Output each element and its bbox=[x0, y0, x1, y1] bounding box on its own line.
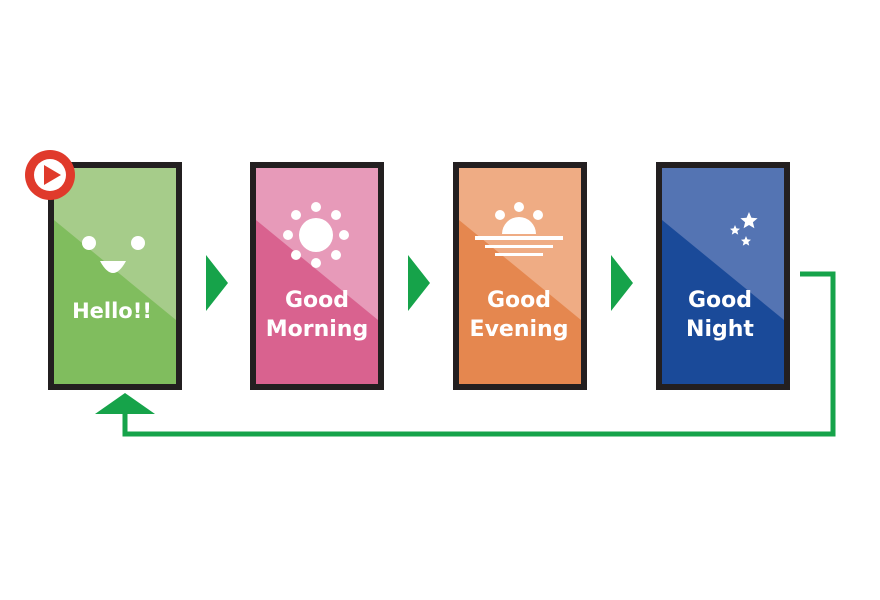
moon-stars-icon bbox=[698, 212, 758, 266]
sunset-icon bbox=[475, 202, 563, 256]
panel-evening: Good Evening bbox=[453, 162, 587, 390]
panel-morning-label-line2: Morning bbox=[266, 317, 368, 342]
flow-arrow-1 bbox=[206, 255, 228, 311]
panel-evening-label-line2: Evening bbox=[470, 317, 569, 342]
panel-night-label-line2: Night bbox=[686, 317, 754, 342]
flow-arrow-3 bbox=[611, 255, 633, 311]
smiley-face-icon bbox=[82, 236, 145, 273]
play-icon bbox=[44, 165, 61, 185]
sun-icon bbox=[283, 202, 349, 268]
play-badge bbox=[25, 150, 75, 200]
panel-evening-highlight bbox=[459, 168, 581, 320]
panel-night-label-line1: Good bbox=[688, 288, 752, 313]
panel-hello-highlight bbox=[54, 168, 176, 320]
panel-evening-label-line1: Good bbox=[487, 288, 551, 313]
loop-back-line bbox=[122, 271, 836, 437]
panel-night: Good Night bbox=[656, 162, 790, 390]
panel-morning-label-line1: Good bbox=[285, 288, 349, 313]
loop-back-connector bbox=[95, 271, 836, 437]
panel-morning: Good Morning bbox=[250, 162, 384, 390]
panel-hello-label: Hello!! bbox=[72, 299, 152, 323]
panel-night-highlight bbox=[662, 168, 784, 320]
loop-back-arrowhead bbox=[95, 393, 155, 414]
flow-arrow-2 bbox=[408, 255, 430, 311]
panel-hello: Hello!! bbox=[48, 162, 182, 390]
